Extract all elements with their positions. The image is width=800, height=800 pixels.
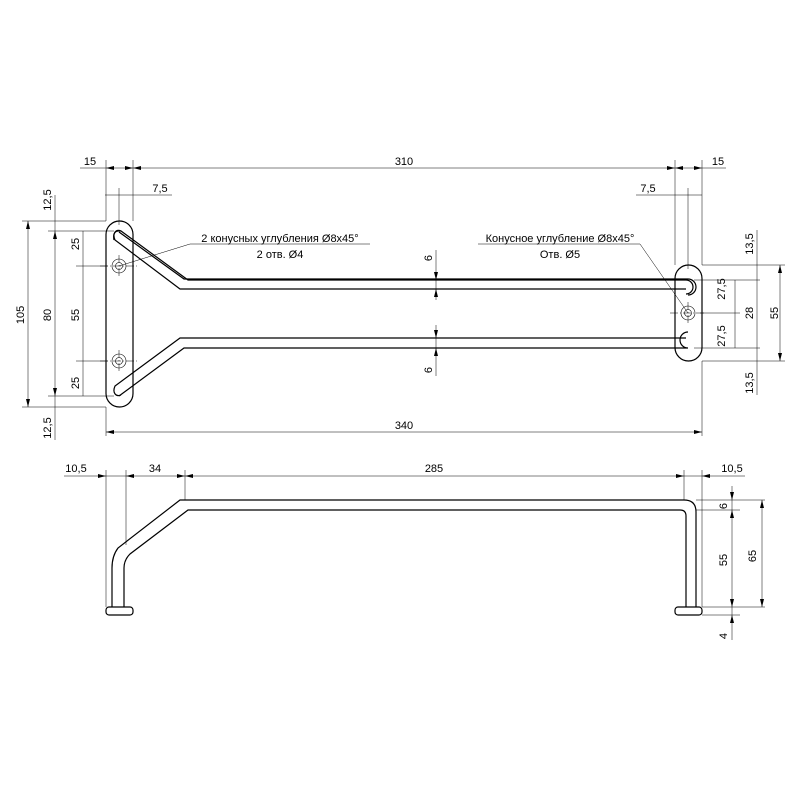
note-right-line2: Отв. Ø5: [540, 249, 580, 261]
wire-rod-bottom: [113, 337, 686, 397]
dim-15-left: 15: [84, 156, 96, 168]
side-dim-55: 55: [718, 554, 730, 566]
dim-27-5-bottom: 27,5: [716, 325, 728, 346]
dim-28: 28: [744, 307, 756, 319]
dim-15-right: 15: [712, 156, 724, 168]
side-dim-10-5-left: 10,5: [65, 463, 86, 475]
note-right-line1: Конусное углубление Ø8x45°: [486, 233, 635, 245]
side-wire-inner: [123, 509, 687, 607]
side-dim-10-5-right: 10,5: [721, 463, 742, 475]
side-dim-6: 6: [718, 503, 730, 509]
dim-13-5-bottom: 13,5: [744, 372, 756, 393]
dim-6-top: 6: [423, 255, 435, 261]
dim-310: 310: [395, 156, 413, 168]
dim-13-5-top: 13,5: [744, 233, 756, 254]
note-left-line1: 2 конусных углубления Ø8x45°: [201, 233, 358, 245]
dim-105: 105: [15, 306, 27, 324]
wire-rod-top-curve: [118, 231, 697, 296]
dim-7-5-right: 7,5: [640, 183, 655, 195]
side-wire-outer: [111, 499, 697, 607]
dim-80: 80: [42, 309, 54, 321]
wire-rod-top: [113, 229, 686, 290]
dim-340: 340: [395, 420, 413, 432]
side-dim-285: 285: [425, 463, 443, 475]
left-mounting-plate: [105, 220, 134, 408]
note-left-line2: 2 отв. Ø4: [257, 249, 304, 261]
dim-12-5-top: 12,5: [42, 189, 54, 210]
wire-rod-bottom-curve: [118, 331, 689, 397]
dim-55-right: 55: [769, 307, 781, 319]
dim-25-top: 25: [70, 238, 82, 250]
side-left-foot: [105, 606, 134, 616]
top-view: 310 15 15 7,5 7,5 340 105 80 55 25 25 12…: [15, 156, 785, 440]
dim-7-5-left: 7,5: [152, 183, 167, 195]
dim-55-left: 55: [70, 309, 82, 321]
dim-27-5-top: 27,5: [716, 278, 728, 299]
side-view: 10,5 34 285 10,5 6 55 65 4: [64, 463, 765, 640]
side-right-foot: [674, 606, 703, 616]
dim-25-bottom: 25: [70, 377, 82, 389]
side-dim-65: 65: [747, 550, 759, 562]
dim-12-5-bottom: 12,5: [42, 417, 54, 438]
side-dim-34: 34: [149, 463, 161, 475]
side-dim-4: 4: [718, 633, 730, 639]
dim-6-bottom: 6: [423, 367, 435, 373]
